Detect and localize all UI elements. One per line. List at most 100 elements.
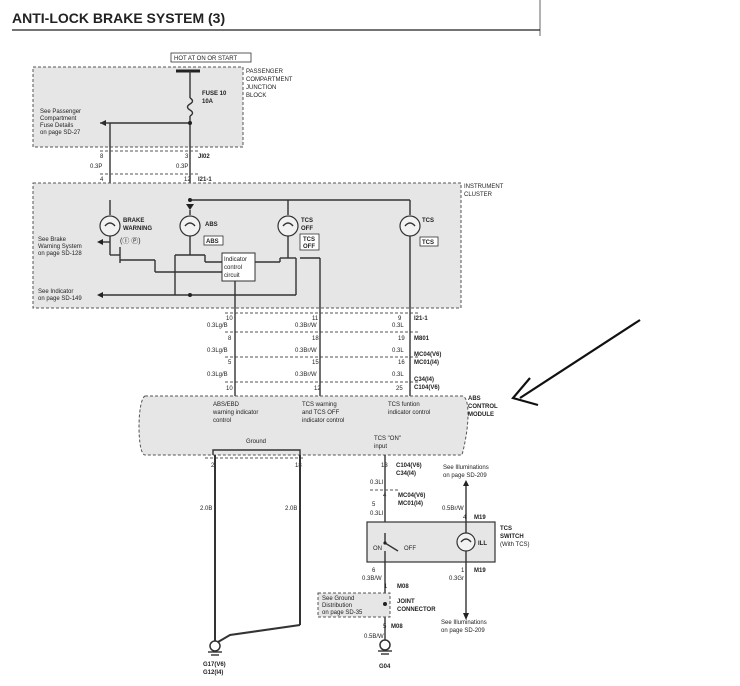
abs-module-1: ABS	[468, 396, 481, 402]
cluster-line-2: CLUSTER	[464, 192, 493, 198]
r3-conn-1: MC04(V6)	[414, 352, 441, 358]
pin-3: 3	[185, 154, 189, 160]
bot-pin-1: 1	[461, 568, 465, 574]
brake-symbol: (Ⓘ Ⓟ)	[120, 237, 141, 245]
bulb-filament	[282, 222, 294, 227]
tcsoff-badge-box	[299, 233, 320, 251]
w1-c: 0.3L	[392, 323, 404, 329]
mod-abs-2: warning indicator	[212, 410, 258, 416]
pcjb-line-3: JUNCTION	[246, 85, 276, 91]
tcsoff-badge-1: TCS	[303, 237, 315, 243]
gpin-2: 2	[211, 463, 215, 469]
w1-b: 0.3Br/W	[295, 323, 317, 329]
pointer-arrow	[519, 319, 641, 399]
pin-4: 4	[100, 177, 104, 183]
r1-conn: I21-1	[414, 316, 428, 322]
see-pcjb-3: Fuse Details	[40, 123, 73, 129]
r2-p2: 18	[312, 336, 319, 342]
abs-lamp-label: ABS	[205, 222, 218, 228]
mod-tcs-1: TCS warning	[302, 402, 337, 408]
m19-pin-4: 4	[463, 515, 467, 521]
abs-badge: ABS	[206, 239, 219, 245]
c-pin-13: 13	[381, 463, 388, 469]
see-ground-3: on page SD-35	[322, 610, 363, 616]
hot-label: HOT AT ON OR START	[174, 56, 237, 62]
bot-m19: M19	[474, 568, 486, 574]
tcs-lamp	[399, 215, 421, 237]
switch-pivot	[383, 541, 387, 545]
c-c104: C104(V6)	[396, 463, 422, 469]
bus-dot	[188, 293, 192, 297]
r1-p1: 10	[226, 316, 233, 322]
ground-distribution-box	[317, 592, 391, 618]
tcs-switch-3: (With TCS)	[500, 542, 530, 548]
see-pcjb-2: Compartment	[40, 116, 77, 122]
mod-abs-1: ABS/EBD	[213, 402, 240, 408]
bulb-filament	[104, 222, 116, 227]
tcs-badge-box	[419, 236, 439, 247]
w2-b: 0.3Br/W	[295, 348, 317, 354]
w20b-right: 2.0B	[285, 506, 297, 512]
gpin-18: 18	[295, 463, 302, 469]
bot-pin-6: 6	[372, 568, 376, 574]
m19-wire-top: 0.5Br/W	[442, 506, 464, 512]
m08-wire: 0.5B/W	[364, 634, 384, 640]
bulb-filament	[460, 538, 472, 543]
r2-p1: 8	[228, 336, 232, 342]
joint-dot	[383, 602, 387, 606]
abs-module-2: CONTROL	[468, 404, 498, 410]
joint-2: CONNECTOR	[397, 607, 436, 613]
bot-w2: 0.3Gr	[449, 576, 464, 582]
tcs-on-2: input	[374, 444, 387, 450]
mod-tcsf-1: TCS funtion	[388, 402, 420, 408]
see-illum-top-1: See Illuminations	[443, 465, 489, 471]
wire-ground-join	[217, 624, 301, 643]
see-indicator-1: See Indicator	[38, 289, 73, 295]
r4-p3: 25	[396, 386, 403, 392]
diode-icon	[186, 204, 194, 210]
m08-pin-1: 1	[384, 584, 388, 590]
w3-b: 0.3Br/W	[295, 372, 317, 378]
pointer-arrow-head-icon	[511, 377, 539, 407]
w1-a: 0.3Lg/B	[207, 323, 228, 329]
indicator-line-1: Indicator	[224, 257, 247, 263]
see-brake-1: See Brake	[38, 237, 67, 243]
ill-lamp	[456, 532, 476, 552]
w2-c: 0.3L	[392, 348, 404, 354]
bus-splice	[188, 198, 192, 202]
r3-p1: 5	[228, 360, 232, 366]
tcs-off-lamp	[277, 215, 299, 237]
mod-tcs-2: and TCS OFF	[302, 410, 340, 416]
tcs-on-1: TCS "ON"	[374, 436, 401, 442]
pin-8: 8	[100, 154, 104, 160]
mc-mc04: MC04(V6)	[398, 493, 425, 499]
see-ground-2: Distribution	[322, 603, 352, 609]
r1-p3: 9	[398, 316, 402, 322]
conn-i21-top: I21-1	[198, 177, 212, 183]
w20b-left: 2.0B	[200, 506, 212, 512]
connector-rows: 10 11 9 I21-1 0.3Lg/B 0.3Br/W 0.3L 8 18 …	[207, 312, 441, 392]
m08-label: M08	[397, 584, 409, 590]
r4-conn-2: C104(V6)	[414, 385, 440, 391]
ill-label: ILL	[478, 541, 487, 547]
brake-label-1: BRAKE	[123, 218, 144, 224]
abs-control-module	[138, 395, 469, 456]
arrow-down-icon	[463, 613, 469, 620]
w2-a: 0.3Lg/B	[207, 348, 228, 354]
abs-lamp	[179, 215, 201, 237]
m19-top: M19	[474, 515, 486, 521]
see-pcjb-1: See Passenger	[40, 109, 81, 115]
pcjb-line-4: BLOCK	[246, 93, 266, 99]
hot-label-box	[170, 52, 252, 63]
g04-label: G04	[379, 664, 391, 670]
sw-off: OFF	[404, 546, 416, 552]
indicator-line-3: circuit	[224, 273, 240, 279]
r2-conn: M801	[414, 336, 430, 342]
mod-abs-3: control	[213, 418, 231, 424]
page-title: ANTI-LOCK BRAKE SYSTEM (3)	[12, 10, 225, 26]
indicator-line-2: control	[224, 265, 242, 271]
arrow-up-icon	[463, 480, 469, 486]
ground-g17-icon	[209, 640, 221, 652]
indicator-control-circuit	[221, 252, 256, 282]
fuse-rating: 10A	[202, 99, 214, 105]
